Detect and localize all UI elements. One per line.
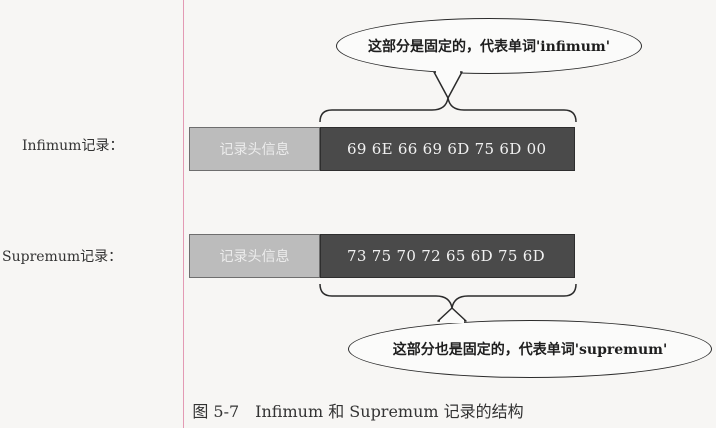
callout-infimum-text: 这部分是固定的，代表单词'infimum' (367, 39, 611, 55)
callout-supremum: 这部分也是固定的，代表单词'supremum' (348, 320, 712, 378)
infimum-row-label: Infimum记录： (22, 138, 124, 154)
top-bubble-pointer (433, 71, 463, 99)
supremum-header-segment: 记录头信息 (189, 234, 320, 278)
figure-caption: 图 5-7 Infimum 和 Supremum 记录的结构 (192, 402, 524, 421)
supremum-record: 记录头信息 73 75 70 72 65 6D 75 6D (189, 234, 575, 278)
bottom-brace (319, 283, 577, 309)
infimum-header-text: 记录头信息 (219, 142, 290, 158)
infimum-data-segment: 69 6E 66 69 6D 75 6D 00 (320, 127, 575, 171)
infimum-data-text: 69 6E 66 69 6D 75 6D 00 (347, 140, 547, 158)
callout-infimum: 这部分是固定的，代表单词'infimum' (336, 18, 642, 74)
supremum-data-segment: 73 75 70 72 65 6D 75 6D (320, 234, 575, 278)
top-brace (319, 97, 577, 123)
supremum-data-text: 73 75 70 72 65 6D 75 6D (347, 247, 545, 265)
infimum-record: 记录头信息 69 6E 66 69 6D 75 6D 00 (189, 127, 575, 171)
supremum-row-label: Supremum记录： (2, 249, 123, 265)
supremum-header-text: 记录头信息 (219, 249, 290, 265)
margin-rule (183, 0, 184, 428)
bottom-bubble-pointer (437, 307, 467, 322)
infimum-header-segment: 记录头信息 (189, 127, 320, 171)
callout-supremum-text: 这部分也是固定的，代表单词'supremum' (392, 342, 668, 358)
